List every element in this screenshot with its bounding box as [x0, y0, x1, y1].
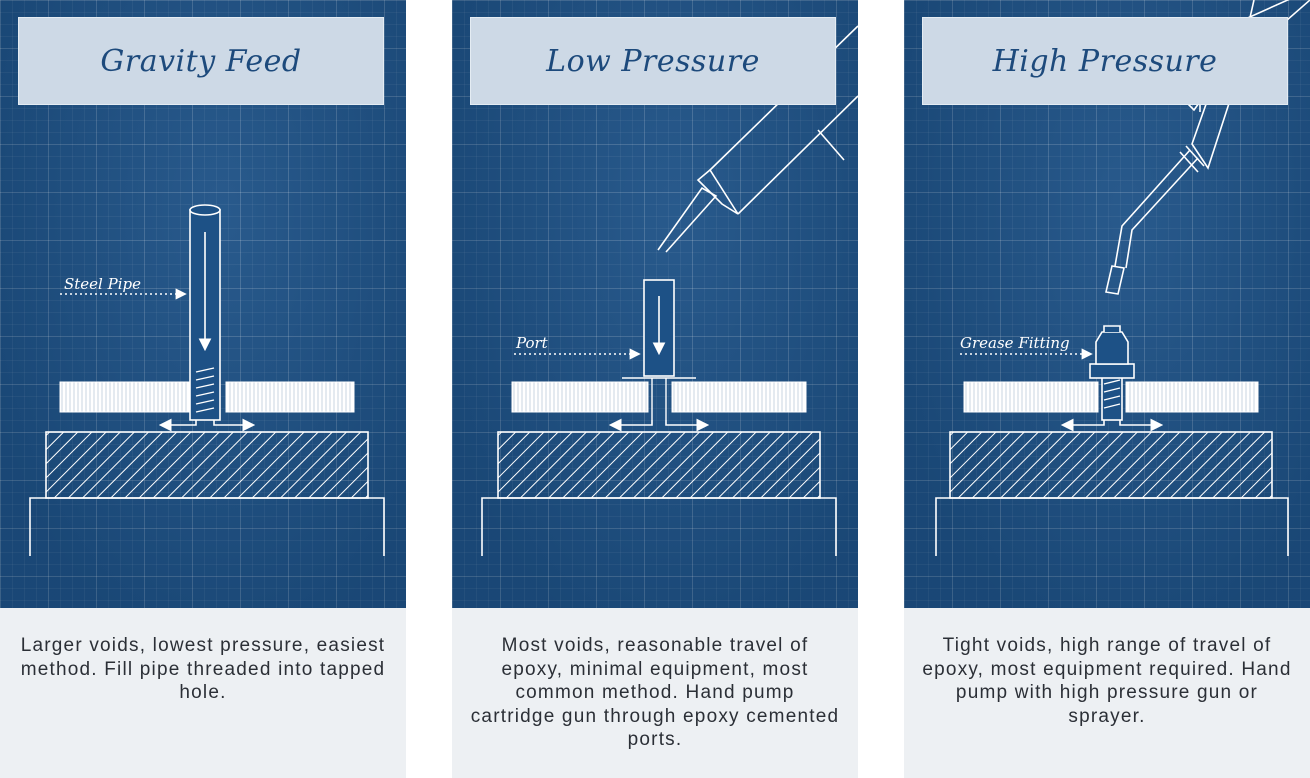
- panel-title: Gravity Feed: [100, 43, 302, 79]
- flow-arrow-left: [158, 418, 197, 432]
- flow-arrow-right: [665, 418, 710, 432]
- gravity-feed-diagram: Steel Pipe: [29, 204, 385, 556]
- base-block: [481, 497, 837, 556]
- plate-left: [59, 381, 195, 413]
- caption-area: Tight voids, high range of travel of epo…: [904, 608, 1310, 778]
- grease-fitting: [1089, 325, 1135, 421]
- plate-right: [671, 381, 807, 413]
- steel-pipe-label: Steel Pipe: [64, 275, 141, 293]
- grease-fitting-label: Grease Fitting: [960, 334, 1070, 352]
- panel-caption: Larger voids, lowest pressure, easiest m…: [20, 635, 386, 703]
- plate-right: [1125, 381, 1259, 413]
- hatched-substrate: [45, 431, 369, 499]
- plate-left: [511, 381, 649, 413]
- low-pressure-diagram: Port: [481, 25, 858, 556]
- flow-arrow-left: [608, 418, 653, 432]
- panel-caption: Tight voids, high range of travel of epo…: [922, 635, 1292, 727]
- base-block: [935, 497, 1289, 556]
- plate-right: [225, 381, 355, 413]
- title-box: Gravity Feed: [18, 17, 384, 105]
- title-box: Low Pressure: [470, 17, 836, 105]
- plate-left: [963, 381, 1099, 413]
- title-box: High Pressure: [922, 17, 1288, 105]
- flow-arrow-right: [1119, 418, 1164, 432]
- panel-title: Low Pressure: [546, 43, 760, 79]
- panel-gravity-feed: Steel Pipe Gravity Feed Larger voids, lo…: [0, 0, 406, 778]
- flow-arrow-left: [1060, 418, 1105, 432]
- caption-area: Most voids, reasonable travel of epoxy, …: [452, 608, 858, 778]
- blueprint-area: Steel Pipe Gravity Feed: [0, 0, 406, 608]
- high-pressure-diagram: Grease Fitting: [935, 0, 1310, 556]
- panel-title: High Pressure: [992, 43, 1218, 79]
- pipe-threads: [195, 367, 215, 413]
- blueprint-area: Port Low Pressure: [452, 0, 858, 608]
- panel-low-pressure: Port Low Pressure Most voids, reasonable…: [452, 0, 858, 778]
- base-block: [29, 497, 385, 556]
- fitting-threads: [1103, 379, 1121, 409]
- caption-area: Larger voids, lowest pressure, easiest m…: [0, 608, 406, 778]
- hatched-substrate: [949, 431, 1273, 499]
- panel-caption: Most voids, reasonable travel of epoxy, …: [470, 635, 840, 750]
- panel-high-pressure: Grease Fitting High Pressure Tight voids…: [904, 0, 1310, 778]
- blueprint-area: Grease Fitting High Pressure: [904, 0, 1310, 608]
- hatched-substrate: [497, 431, 821, 499]
- flow-arrow-right: [213, 418, 256, 432]
- port-label: Port: [515, 334, 549, 352]
